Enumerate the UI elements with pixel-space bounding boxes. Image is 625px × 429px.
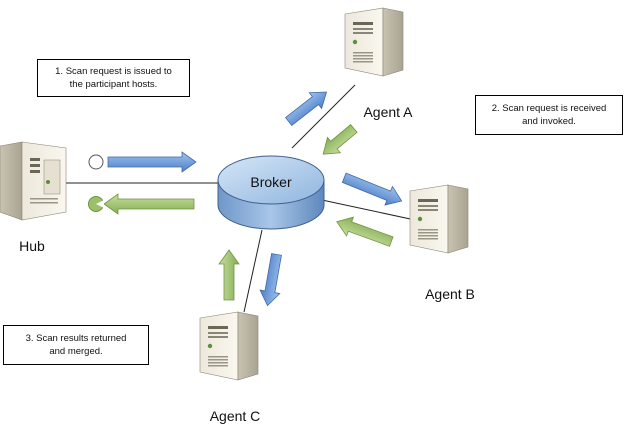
step1-note-line2: the participant hosts. xyxy=(69,79,158,90)
step3-note-line1: 3. Scan results returned xyxy=(25,333,127,344)
agent-b-request-arrow xyxy=(341,172,403,206)
agent-c-label: Agent C xyxy=(210,408,261,424)
hub-result-arrow xyxy=(88,193,195,215)
broker-label: Broker xyxy=(250,174,292,190)
agent-a-result-arrow xyxy=(322,124,358,155)
step1-note-line1: 1. Scan request is issued to xyxy=(55,66,172,77)
agent-a-request-arrow xyxy=(285,91,328,127)
agent-c-broker-line xyxy=(243,229,263,313)
request-origin-marker xyxy=(88,154,104,170)
step1-note: 1. Scan request is issued to the partici… xyxy=(37,59,190,97)
hub-server xyxy=(0,141,67,221)
broker-node: Broker xyxy=(217,155,325,230)
agent-a-server xyxy=(344,7,404,77)
hub-label: Hub xyxy=(19,238,45,254)
result-merge-marker xyxy=(88,196,104,212)
connection-lines xyxy=(64,84,416,313)
agent-a-label: Agent A xyxy=(363,104,413,120)
agent-c-server xyxy=(199,311,259,381)
step2-note: 2. Scan request is received and invoked. xyxy=(475,95,623,135)
step2-note-line1: 2. Scan request is received xyxy=(491,103,607,114)
agent-b-label: Agent B xyxy=(425,286,475,302)
agent-c-result-arrow xyxy=(218,249,240,301)
step3-note: 3. Scan results returned and merged. xyxy=(3,325,149,365)
agent-b-broker-line xyxy=(321,199,416,221)
agent-b-result-arrow xyxy=(336,216,394,247)
step2-note-line2: and invoked. xyxy=(522,116,576,127)
agent-a-broker-line xyxy=(291,84,356,149)
step3-note-line2: and merged. xyxy=(49,346,103,357)
agent-b-server xyxy=(409,184,469,254)
agent-c-request-arrow xyxy=(259,253,282,307)
hub-request-arrow xyxy=(88,151,197,173)
